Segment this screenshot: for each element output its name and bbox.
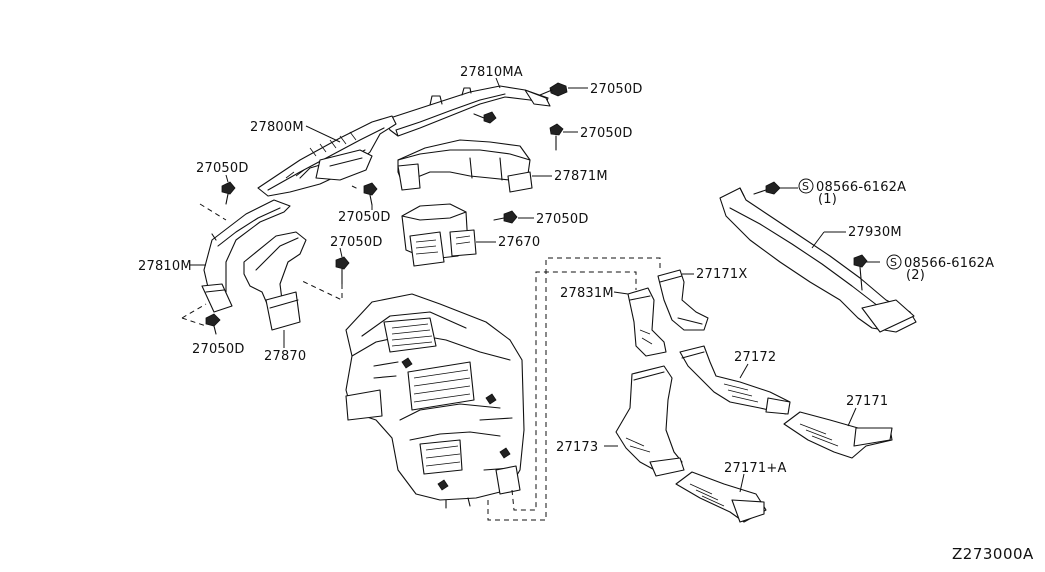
bolt-icon — [539, 82, 568, 97]
label-27050D-center: 27050D — [536, 212, 589, 227]
screw-symbol-icon: S — [886, 254, 902, 270]
label-27050D-top: 27050D — [590, 82, 643, 97]
label-27831M: 27831M — [560, 286, 614, 301]
bolt-icon — [363, 182, 378, 206]
duct-27871M[interactable] — [397, 139, 533, 193]
diagram-code: Z273000A — [952, 545, 1034, 563]
label-27810M: 27810M — [138, 259, 192, 274]
label-08566-lower: 08566-6162A — [904, 256, 994, 271]
label-08566-lower-qty: (2) — [906, 268, 925, 283]
duct-27870[interactable] — [243, 231, 307, 331]
hvac-unit[interactable] — [345, 293, 525, 509]
label-27050D-left-lower: 27050D — [192, 342, 245, 357]
bolt-icon — [335, 256, 350, 285]
duct-27831M[interactable] — [627, 287, 667, 357]
label-27171A: 27171+A — [724, 461, 787, 476]
label-27871M: 27871M — [554, 169, 608, 184]
duct-27171[interactable] — [783, 411, 893, 459]
label-27870: 27870 — [264, 349, 306, 364]
label-27171X: 27171X — [696, 267, 747, 282]
bolt-icon — [753, 181, 781, 195]
duct-27171A[interactable] — [675, 471, 767, 523]
label-27172: 27172 — [734, 350, 776, 365]
screw-symbol-letter: S — [802, 180, 809, 193]
label-27050D-left-upper: 27050D — [196, 161, 249, 176]
nozzle-27800M[interactable] — [257, 115, 397, 197]
duct-27172[interactable] — [679, 345, 791, 415]
duct-27810M[interactable] — [201, 199, 291, 313]
duct-27810MA[interactable] — [383, 85, 551, 137]
label-27050D-right-mid: 27050D — [580, 126, 633, 141]
label-27810MA: 27810MA — [460, 65, 523, 80]
label-27173: 27173 — [556, 440, 598, 455]
screw-symbol-icon: S — [798, 178, 814, 194]
bolt-icon — [493, 210, 518, 224]
duct-27171X[interactable] — [657, 269, 709, 331]
label-27670: 27670 — [498, 235, 540, 250]
bolt-icon — [549, 123, 564, 151]
bolt-icon — [221, 181, 236, 205]
label-08566-upper: 08566-6162A — [816, 180, 906, 195]
bolt-icon — [473, 111, 497, 124]
bolt-icon — [853, 254, 868, 291]
duct-27930M[interactable] — [719, 187, 917, 333]
duct-27173[interactable] — [615, 365, 685, 477]
outlet-27670[interactable] — [401, 203, 477, 267]
bolt-icon — [205, 313, 221, 335]
screw-symbol-letter: S — [890, 256, 897, 269]
label-27930M: 27930M — [848, 225, 902, 240]
label-27050D-27870: 27050D — [330, 235, 383, 250]
label-27050D-mid: 27050D — [338, 210, 391, 225]
label-08566-upper-qty: (1) — [818, 192, 837, 207]
label-27171: 27171 — [846, 394, 888, 409]
label-27800M: 27800M — [250, 120, 304, 135]
